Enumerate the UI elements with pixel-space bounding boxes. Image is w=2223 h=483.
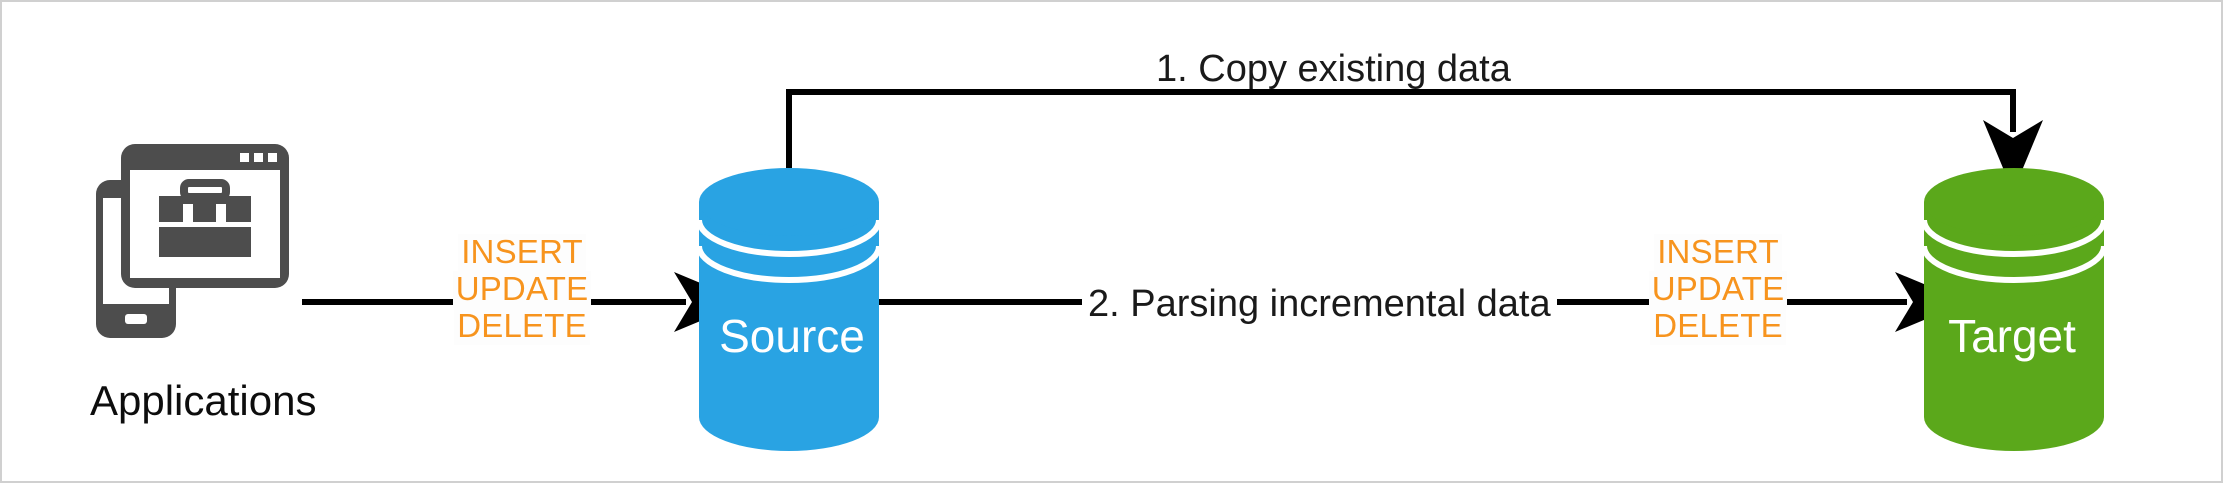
source-caption: Source (719, 310, 865, 362)
dml-operations-left: INSERT UPDATE DELETE (422, 233, 622, 345)
edge-step-1-copy-existing-data (786, 89, 2043, 192)
source-cylinder (696, 168, 882, 451)
dml-left-delete: DELETE (454, 307, 590, 345)
flow-label-step-2: 2. Parsing incremental data (1082, 285, 1557, 323)
applications-caption: Applications (90, 377, 317, 424)
applications-device-icon (96, 144, 289, 338)
dml-left-insert: INSERT (458, 233, 586, 271)
flow-label-step-1: 1. Copy existing data (1150, 50, 1517, 88)
dml-operations-right: INSERT UPDATE DELETE (1618, 233, 1818, 345)
dml-right-update: UPDATE (1648, 270, 1788, 308)
dml-right-insert: INSERT (1654, 233, 1782, 271)
target-cylinder (1921, 168, 2107, 451)
dml-left-update: UPDATE (452, 270, 592, 308)
target-caption: Target (1948, 310, 2076, 362)
dml-right-delete: DELETE (1650, 307, 1786, 345)
